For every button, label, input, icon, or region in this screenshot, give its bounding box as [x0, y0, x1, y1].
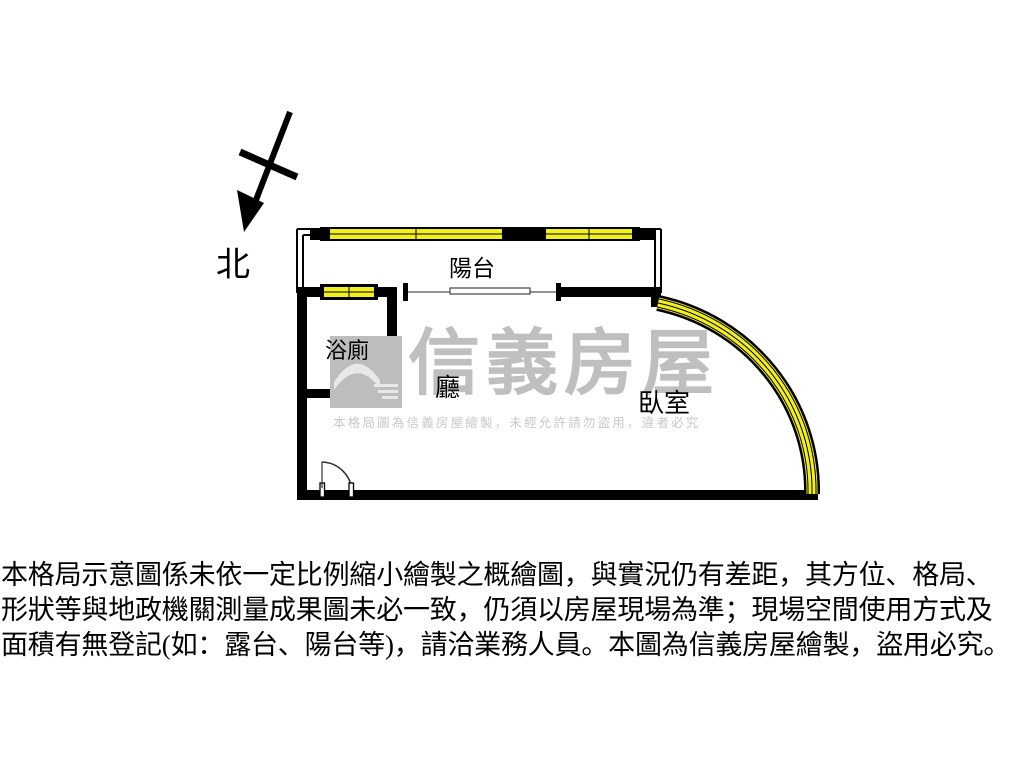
disclaimer-line-1: 本格局示意圖係未依一定比例縮小繪製之概繪圖，與實況仍有差距，其方位、格局、 — [1, 560, 993, 590]
sliding-door — [403, 283, 561, 301]
curved-window-glazing — [656, 295, 821, 495]
top-wall-stubs — [310, 227, 656, 241]
room-label-living: 廳 — [435, 375, 461, 402]
north-arrow-icon — [237, 110, 299, 232]
watermark-notice: 本格局圖為信義房屋繪製，未經允許請勿盜用，違者必究 — [333, 416, 701, 430]
window-glazing-top-right — [538, 227, 640, 241]
xinyi-house-logo-icon — [330, 336, 402, 408]
disclaimer-block: 本格局示意圖係未依一定比例縮小繪製之概繪圖，與實況仍有差距，其方位、格局、 形狀… — [0, 558, 1024, 663]
room-label-bathroom: 浴廁 — [325, 338, 370, 363]
disclaimer-line-2: 形狀等與地政機關測量成果圖未必一致，仍須以房屋現場為準；現場空間使用方式及 — [1, 595, 993, 625]
window-glazing-top-left — [320, 227, 512, 241]
north-label: 北 — [216, 247, 250, 284]
room-label-balcony: 陽台 — [449, 256, 495, 281]
entry-door-swing[interactable] — [319, 461, 355, 498]
room-label-bedroom: 臥室 — [638, 389, 691, 418]
window-glazing-bathroom — [320, 284, 378, 300]
disclaimer-line-3: 面積有無登記(如：露台、陽台等)，請洽業務人員。本圖為信義房屋繪製，盜用必究。 — [1, 630, 1011, 660]
watermark-brand: 信義房屋 — [408, 324, 721, 404]
